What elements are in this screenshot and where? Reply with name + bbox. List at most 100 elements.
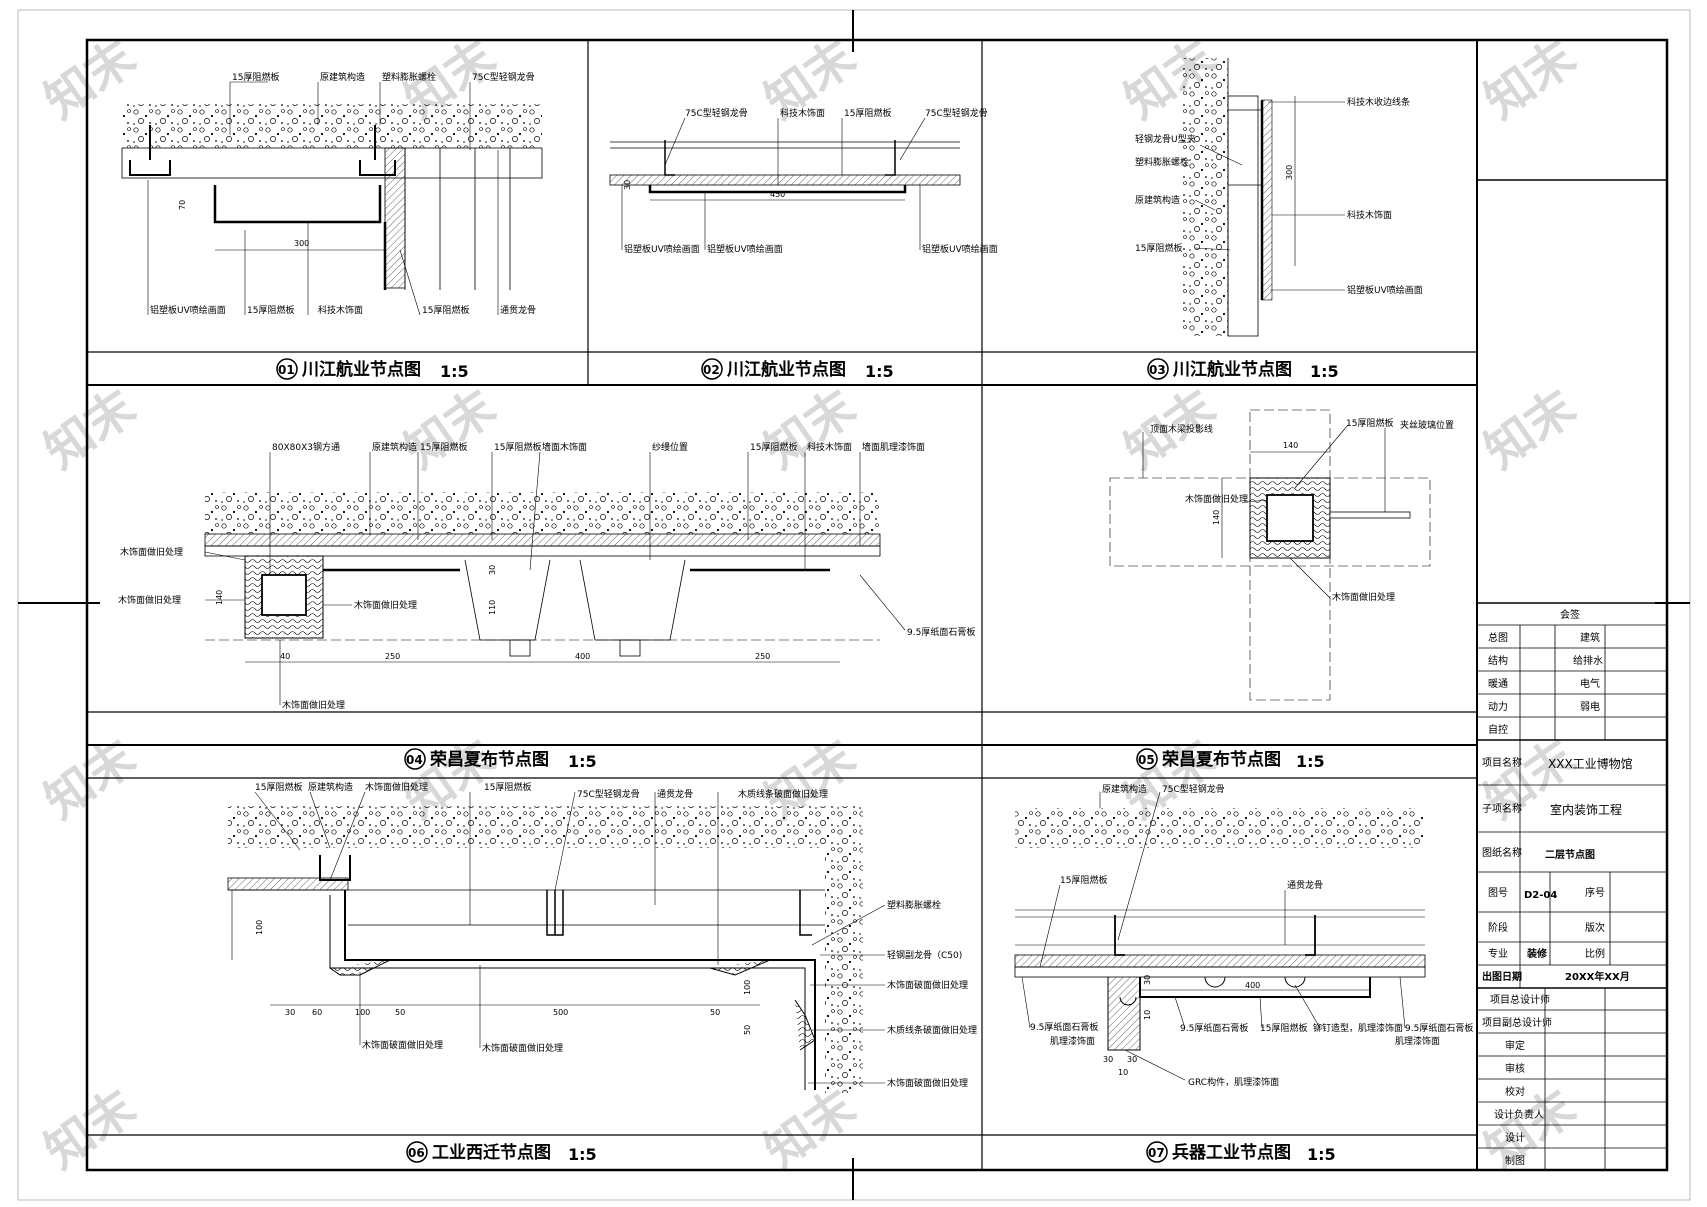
title-01: 01 川江航业节点图 1:5 [276, 358, 469, 381]
tb-staff-2: 审定 [1505, 1039, 1525, 1052]
label-07-d: 通贯龙骨 [1287, 879, 1323, 891]
label-05-a: 顶面木梁投影线 [1150, 423, 1213, 435]
label-02-f: 铝塑板UV喷绘画面 [707, 243, 783, 255]
title-05-scale: 1:5 [1296, 752, 1325, 771]
dim-100-r: 100 [743, 980, 752, 995]
label-05-e: 木饰面做旧处理 [1332, 591, 1395, 603]
label-02-a: 75C型轻钢龙骨 [685, 107, 748, 119]
title-02-scale: 1:5 [865, 362, 894, 381]
title-07-text: 兵器工业节点图 [1172, 1142, 1291, 1163]
tb-sign-r3-a: 动力 [1488, 700, 1508, 713]
label-01-f: 15厚阻燃板 [247, 304, 294, 316]
concrete-slab-06 [228, 806, 863, 848]
tb-sign-r1-b: 给排水 [1573, 654, 1603, 667]
dim-300-p3: 300 [1285, 165, 1294, 180]
label-02-e: 铝塑板UV喷绘画面 [624, 243, 700, 255]
concrete-slab [122, 104, 542, 148]
detail-05: 140 140 顶面木梁投影线 15厚阻燃板 夹丝玻璃位置 木饰面做旧处理 木饰… [1109, 409, 1454, 701]
title-05-text: 荣昌夏布节点图 [1161, 749, 1281, 770]
label-05-d: 木饰面做旧处理 [1185, 493, 1248, 505]
tb-sign-r3-b: 弱电 [1580, 700, 1600, 713]
dim-10-p7a: 10 [1143, 1010, 1152, 1020]
label-07-j: 9.5厚纸面石膏板 [1405, 1022, 1473, 1034]
tb-drawing-name: 二层节点图 [1545, 848, 1595, 861]
tb-sign-r0-a: 总图 [1488, 631, 1508, 644]
label-03-g: 铝塑板UV喷绘画面 [1347, 284, 1423, 296]
label-01-i: 通贯龙骨 [500, 304, 536, 316]
title-03: 03 川江航业节点图 1:5 [1147, 358, 1339, 381]
tb-staff-6: 设计 [1505, 1131, 1525, 1144]
title-block-text: 会签 总图 建筑 结构 给排水 暖通 电气 动力 弱电 自控 项目名称 XXX工… [1482, 608, 1633, 1167]
detail-01: 300 70 15厚阻燃板 原建筑构造 塑料膨胀螺栓 75C型轻钢龙骨 铝塑板U… [121, 71, 543, 316]
label-07-h: 15厚阻燃板 [1260, 1022, 1307, 1034]
label-07-c: 15厚阻燃板 [1060, 874, 1107, 886]
panel-grid [87, 40, 1478, 1170]
label-04-j: 木饰面做旧处理 [120, 546, 183, 558]
dim-140-v: 140 [1212, 510, 1221, 525]
detail-04: 40 250 400 250 30 110 140 80X80X3钢方通 原建筑… [118, 441, 975, 711]
title-05: 05 荣昌夏布节点图 1:5 [1136, 748, 1325, 771]
dim-300: 300 [294, 239, 309, 248]
label-06-g: 木质线条破面做旧处理 [738, 788, 828, 800]
watermark-text: 知末 [395, 379, 506, 480]
label-04-i: 墙面肌理漆饰面 [862, 441, 925, 453]
title-07-num: 07 [1148, 1146, 1165, 1160]
label-03-b: 轻钢龙骨U型夹 [1135, 133, 1196, 145]
label-02-c: 15厚阻燃板 [844, 107, 891, 119]
label-06-l: 木饰面破面做旧处理 [887, 1077, 968, 1089]
title-06-text: 工业西迁节点图 [432, 1142, 551, 1163]
tb-sign-r1-a: 结构 [1488, 654, 1508, 667]
dim-250-a: 250 [385, 652, 400, 661]
dim-30-p7a: 30 [1143, 975, 1152, 985]
tb-project-name: XXX工业博物馆 [1548, 756, 1633, 771]
label-01-a: 15厚阻燃板 [232, 71, 279, 83]
watermark-text: 知末 [755, 379, 866, 480]
tb-sign-r4-a: 自控 [1488, 723, 1508, 736]
label-04-l: 木饰面做旧处理 [354, 599, 417, 611]
title-06-num: 06 [408, 1146, 425, 1160]
label-06-d: 15厚阻燃板 [484, 781, 531, 793]
label-04-d: 15厚阻燃板 [494, 441, 541, 453]
dim-60: 60 [312, 1008, 322, 1017]
label-04-e: 墙面木饰面 [542, 441, 587, 453]
dim-30-p7b: 30 [1103, 1055, 1113, 1064]
panel-titles: 01 川江航业节点图 1:5 02 川江航业节点图 1:5 03 川江航业节点图… [276, 358, 1339, 1164]
label-05-c: 夹丝玻璃位置 [1400, 419, 1454, 431]
label-06-i: 轻钢副龙骨（C50) [887, 949, 962, 961]
watermark-text: 知末 [1475, 29, 1586, 130]
tb-project-label: 项目名称 [1482, 756, 1522, 769]
tb-staff-4: 校对 [1505, 1085, 1525, 1098]
label-01-e: 铝塑板UV喷绘画面 [150, 304, 226, 316]
dim-50-b: 50 [710, 1008, 720, 1017]
title-07-scale: 1:5 [1307, 1145, 1336, 1164]
tb-sub-label: 子项名称 [1482, 802, 1522, 815]
title-02: 02 川江航业节点图 1:5 [701, 358, 894, 381]
title-02-text: 川江航业节点图 [726, 359, 846, 380]
dim-500: 500 [553, 1008, 568, 1017]
watermark-text: 知末 [755, 1079, 866, 1180]
watermark-text: 知末 [35, 379, 146, 480]
title-03-text: 川江航业节点图 [1172, 359, 1292, 380]
dim-10-p7b: 10 [1118, 1068, 1128, 1077]
label-06-n: 木饰面破面做旧处理 [482, 1042, 563, 1054]
label-01-c: 塑料膨胀螺栓 [382, 71, 436, 83]
concrete-wall [1182, 58, 1228, 336]
label-06-k: 木质线条破面做旧处理 [887, 1024, 977, 1036]
dim-400: 400 [575, 652, 590, 661]
label-03-d: 原建筑构造 [1135, 194, 1180, 206]
watermark-text: 知末 [1475, 1079, 1586, 1180]
label-07-l: GRC构件，肌理漆饰面 [1188, 1076, 1279, 1088]
title-04-num: 04 [406, 753, 423, 767]
label-03-f: 15厚阻燃板 [1135, 242, 1182, 254]
tb-drawing-no: D2-04 [1524, 890, 1557, 901]
watermark-text: 知末 [1475, 379, 1586, 480]
label-04-n: 9.5厚纸面石膏板 [907, 626, 975, 638]
label-07-i: 铆钉造型，肌理漆饰面 [1313, 1022, 1403, 1034]
tb-sign-r0-b: 建筑 [1580, 631, 1600, 644]
dim-50-r: 50 [743, 1025, 752, 1035]
label-03-e: 科技木饰面 [1347, 209, 1392, 221]
dim-250-b: 250 [755, 652, 770, 661]
label-07-a: 原建筑构造 [1102, 783, 1147, 795]
label-07-b: 75C型轻钢龙骨 [1162, 783, 1225, 795]
